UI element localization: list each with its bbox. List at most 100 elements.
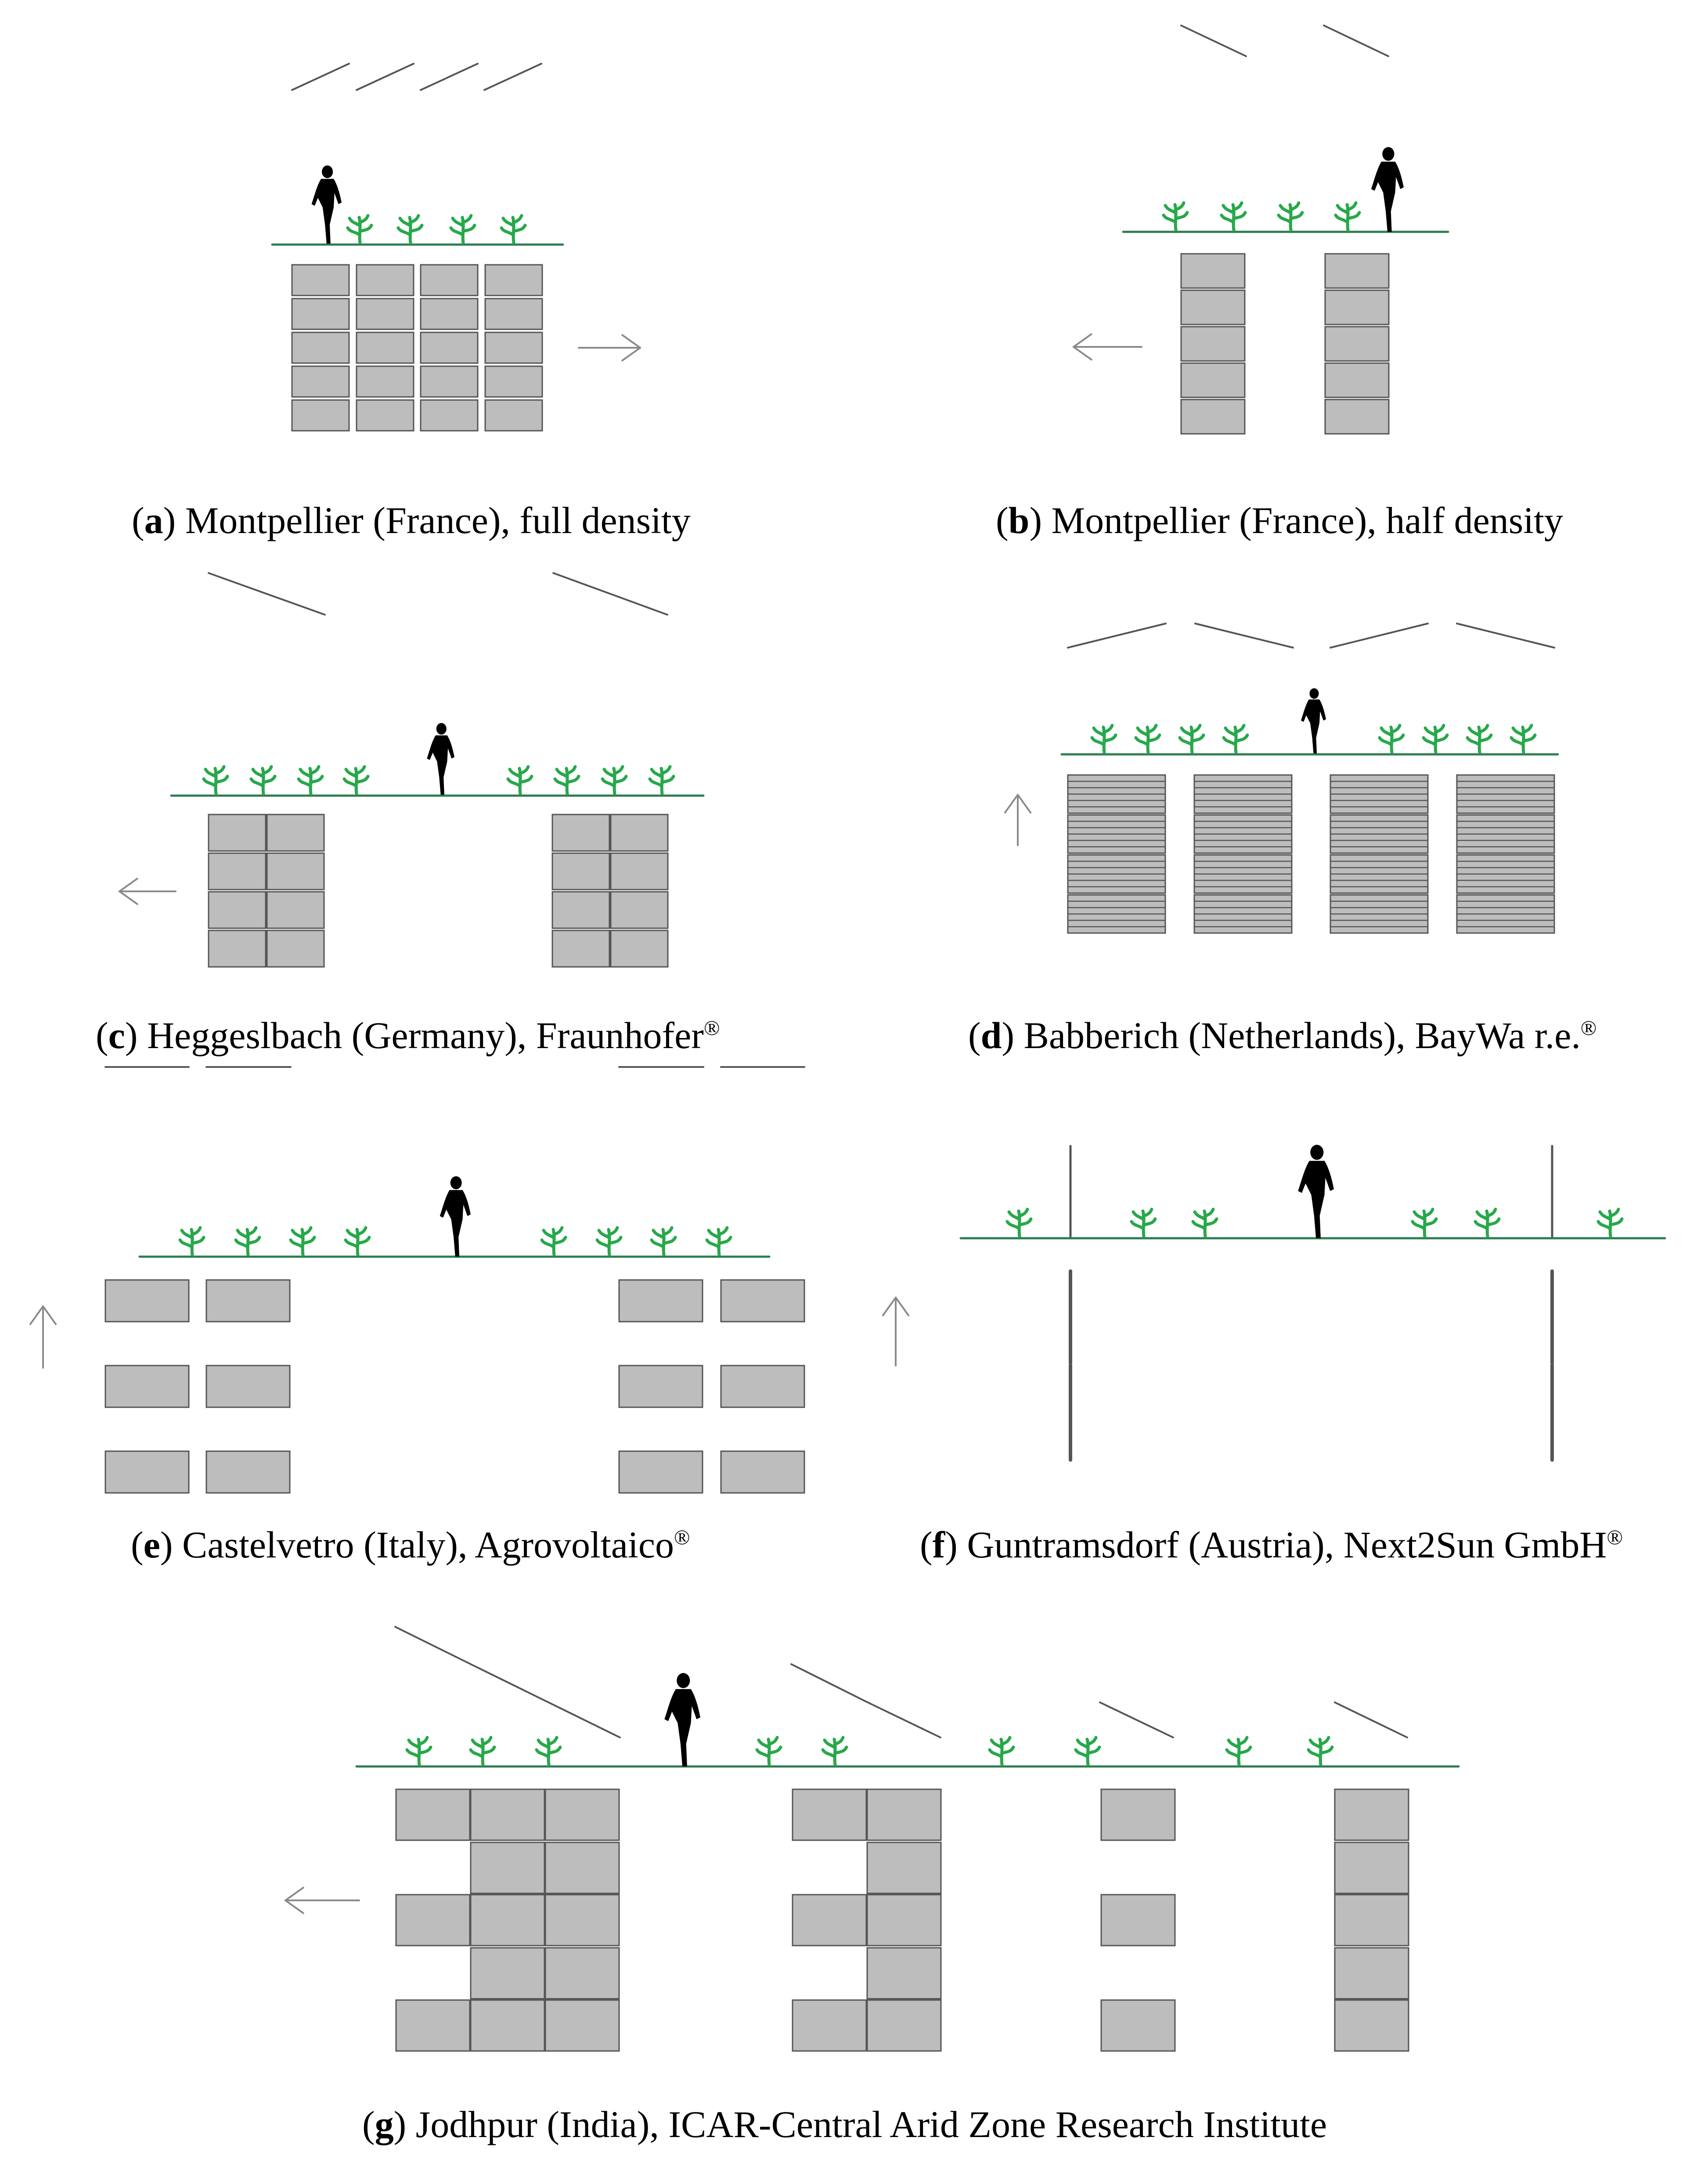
person-body xyxy=(664,1689,700,1766)
pv-module xyxy=(792,1894,867,1946)
pv-module xyxy=(618,1450,703,1494)
plant-leaf xyxy=(301,1226,313,1236)
pv-module xyxy=(1100,1999,1176,2052)
plant-icon xyxy=(1474,1207,1501,1238)
plant-leaf xyxy=(1522,733,1537,743)
plant-leaf xyxy=(1193,1210,1206,1221)
plant-leaf xyxy=(607,1226,619,1236)
plant-leaf xyxy=(1142,1217,1157,1227)
plant-leaf xyxy=(755,1748,771,1759)
plant-leaf xyxy=(354,765,366,775)
pv-module xyxy=(1100,1894,1176,1946)
pv-module xyxy=(205,1450,291,1494)
plant-leaf xyxy=(1510,736,1525,746)
pv-module xyxy=(420,399,479,432)
plant-leaf xyxy=(1346,211,1361,220)
arrow-head xyxy=(119,890,138,905)
plant-leaf xyxy=(1092,726,1105,737)
plant-leaf xyxy=(1596,1220,1612,1230)
plant-icon xyxy=(601,765,628,796)
plant-icon xyxy=(1222,724,1249,754)
plant-leaf xyxy=(1227,1738,1240,1749)
tilted-panel xyxy=(1180,25,1247,57)
arrow-head xyxy=(285,1886,304,1901)
plant-leaf xyxy=(1000,1736,1012,1746)
plant-leaf xyxy=(650,1238,665,1249)
plant-icon xyxy=(1334,201,1361,232)
plant-leaf xyxy=(1475,1210,1488,1221)
plant-leaf xyxy=(1608,1207,1620,1218)
caption-a-letter: a xyxy=(144,499,163,541)
plant-leaf xyxy=(346,1229,359,1239)
plant-leaf xyxy=(1142,1207,1153,1218)
plant-leaf xyxy=(1203,1207,1215,1218)
plant-leaf xyxy=(1204,1217,1218,1227)
pv-module xyxy=(792,1999,867,2052)
plant-leaf xyxy=(1018,1217,1033,1227)
pv-module xyxy=(1334,1842,1409,1894)
arrow-head xyxy=(1073,346,1092,361)
plant-leaf xyxy=(717,1236,732,1245)
pv-module xyxy=(356,332,414,364)
pv-module xyxy=(395,1999,471,2052)
pv-module xyxy=(266,930,325,968)
arrow-head xyxy=(1073,333,1092,348)
plant-leaf xyxy=(469,1748,484,1759)
plant-icon xyxy=(500,214,527,245)
pv-module xyxy=(420,332,479,364)
plant-leaf xyxy=(180,1229,193,1239)
pv-module xyxy=(104,1450,190,1494)
person-head xyxy=(436,723,447,735)
pv-module xyxy=(208,891,267,929)
pv-module xyxy=(470,1947,545,2000)
plant-leaf xyxy=(1521,724,1533,734)
caption-d-letter: d xyxy=(980,1014,1002,1056)
tilted-panel xyxy=(291,63,350,91)
plant-leaf xyxy=(1319,1736,1330,1746)
plant-leaf xyxy=(355,775,370,784)
pv-module xyxy=(470,1999,545,2052)
plant-leaf xyxy=(540,1238,555,1249)
plant-leaf xyxy=(1336,204,1349,214)
tilted-panel xyxy=(483,63,542,91)
pv-module xyxy=(420,264,479,296)
plant-leaf xyxy=(1485,1207,1497,1218)
plant-leaf xyxy=(537,1738,550,1749)
plant-icon xyxy=(1130,1207,1157,1238)
plant-leaf xyxy=(1232,201,1243,212)
plant-leaf xyxy=(202,777,217,788)
tilted-panel xyxy=(1067,623,1167,649)
plant-icon xyxy=(178,1226,205,1257)
plant-leaf xyxy=(602,768,616,778)
plant-leaf xyxy=(608,1236,623,1245)
person-body xyxy=(1301,699,1326,753)
plant-leaf xyxy=(1224,726,1237,737)
plant-leaf xyxy=(234,1238,249,1249)
plant-leaf xyxy=(1191,1220,1207,1230)
plant-leaf xyxy=(214,765,226,775)
plant-leaf xyxy=(613,775,628,784)
pv-module xyxy=(291,365,350,398)
panel-g xyxy=(285,1626,1460,2052)
plant-leaf xyxy=(519,775,533,784)
plant-leaf xyxy=(1220,213,1235,224)
plant-leaf xyxy=(358,223,373,233)
caption-g: (g) Jodhpur (India), ICAR-Central Arid Z… xyxy=(362,2103,1327,2145)
plant-leaf xyxy=(1076,1738,1089,1749)
plant-leaf xyxy=(597,1229,610,1239)
pv-module xyxy=(205,1365,291,1408)
plant-leaf xyxy=(1477,724,1489,734)
pv-module xyxy=(484,332,543,364)
plant-leaf xyxy=(506,777,522,788)
pv-module xyxy=(618,1279,703,1323)
pv-module xyxy=(205,1279,291,1323)
plant-leaf xyxy=(1413,1210,1426,1221)
plant-icon xyxy=(1090,724,1117,754)
plant-icon xyxy=(405,1736,432,1766)
plant-leaf xyxy=(1319,1745,1334,1755)
arrow-head xyxy=(29,1305,44,1325)
plant-leaf xyxy=(660,775,675,784)
plant-leaf xyxy=(1007,1210,1020,1221)
pv-module xyxy=(610,814,669,852)
pv-module xyxy=(484,365,543,398)
